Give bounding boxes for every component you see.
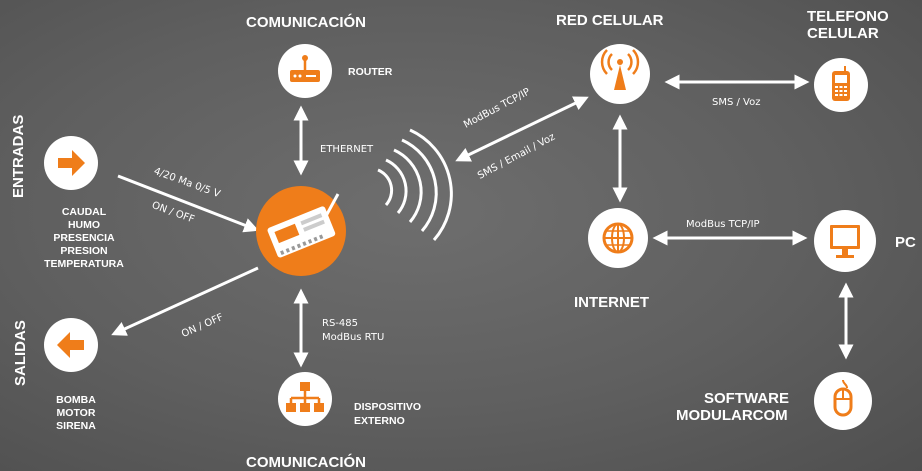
internet-label: INTERNET	[574, 294, 649, 311]
globe-icon	[602, 222, 634, 254]
entradas-item-humo: HUMO	[67, 219, 101, 231]
wireless-waves-icon	[377, 128, 453, 241]
output-link	[111, 266, 259, 336]
comunicacion-bottom-label: COMUNICACIÓN	[246, 454, 366, 471]
mouse-icon	[833, 379, 853, 417]
modbus-tcpip-pc-label: ModBus TCP/IP	[686, 219, 760, 230]
entradas-item-temperatura: TEMPERATURA	[44, 258, 124, 270]
salidas-item-bomba: BOMBA	[56, 394, 96, 406]
router-node[interactable]	[278, 44, 332, 98]
cellular-network-node[interactable]	[590, 44, 650, 104]
arrow-left-icon	[57, 332, 84, 358]
sms-voz-label: SMS / Voz	[712, 97, 761, 108]
pc-node[interactable]	[814, 210, 876, 272]
monitor-icon	[830, 225, 860, 258]
software-label-2: MODULARCOM	[676, 407, 788, 424]
software-node[interactable]	[814, 372, 872, 430]
rs485-label-1: RS-485	[322, 318, 358, 329]
arrow-right-icon	[58, 150, 85, 176]
radio-link	[455, 96, 589, 162]
antenna-icon	[600, 49, 640, 90]
entradas-item-presencia: PRESENCIA	[53, 232, 115, 244]
input-link	[117, 174, 259, 233]
software-label-1: SOFTWARE	[704, 390, 789, 407]
salidas-label: SALIDAS	[12, 320, 29, 386]
entradas-item-presion: PRESION	[60, 245, 108, 257]
modular-device-node[interactable]	[256, 186, 346, 276]
entradas-item-caudal: CAUDAL	[61, 206, 107, 218]
router-label: ROUTER	[348, 66, 393, 78]
mobile-phone-node[interactable]	[814, 58, 868, 112]
salidas-item-sirena: SIRENA	[56, 420, 96, 432]
outputs-node[interactable]	[44, 318, 98, 372]
salidas-item-motor: MOTOR	[56, 407, 96, 419]
rs485-label-2: ModBus RTU	[322, 332, 385, 343]
telefono-label-2: CELULAR	[807, 25, 879, 42]
red-celular-label: RED CELULAR	[556, 12, 664, 29]
router-icon	[290, 55, 320, 82]
pc-label: PC	[895, 234, 916, 251]
telefono-label-1: TELEFONO	[807, 8, 889, 25]
comunicacion-top-label: COMUNICACIÓN	[246, 14, 366, 31]
dispositivo-label-1: DISPOSITIVO	[354, 401, 422, 413]
inputs-node[interactable]	[44, 136, 98, 190]
ethernet-label: ETHERNET	[320, 144, 374, 155]
dispositivo-label-2: EXTERNO	[354, 415, 405, 427]
internet-node[interactable]	[588, 208, 648, 268]
entradas-label: ENTRADAS	[10, 114, 27, 198]
modular-device-icon	[267, 193, 340, 258]
entradas-items: CAUDAL HUMO PRESENCIA PRESION TEMPERATUR…	[24, 206, 144, 271]
salidas-items: BOMBA MOTOR SIRENA	[36, 394, 116, 433]
network-hierarchy-icon	[286, 382, 324, 412]
mobile-phone-icon	[832, 66, 850, 101]
external-device-node[interactable]	[278, 372, 332, 426]
